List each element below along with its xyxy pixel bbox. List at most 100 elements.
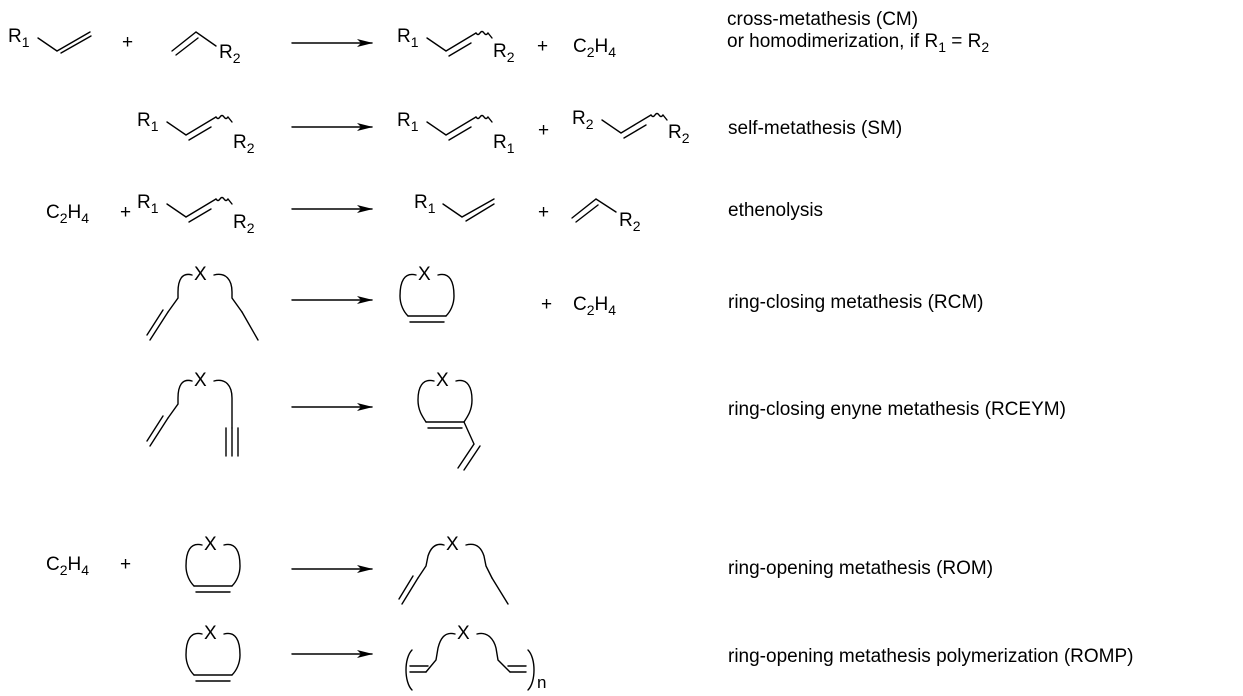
rceym-reaction: X X bbox=[146, 370, 481, 471]
eth-reactant-double bbox=[188, 208, 212, 223]
rcm-product-x: X bbox=[418, 264, 431, 285]
sm-reactant-double bbox=[188, 126, 212, 141]
rceym-left-chain bbox=[167, 379, 193, 419]
eth-product-r2: R2 bbox=[619, 210, 641, 234]
romp-chain-left bbox=[425, 632, 456, 673]
rom-plus: + bbox=[120, 554, 131, 575]
label-cm-line2: or homodimerization, if R1 = R2 bbox=[727, 31, 990, 55]
cm-alkene-2-bond bbox=[171, 31, 217, 52]
rom-ring-right bbox=[223, 543, 241, 587]
eth-product-r1: R1 bbox=[414, 192, 436, 216]
rom-ethylene: C2H4 bbox=[46, 554, 89, 578]
rom-product-x: X bbox=[446, 534, 459, 555]
romp-bracket-right bbox=[527, 649, 535, 691]
rom-reactant-x: X bbox=[204, 534, 217, 555]
label-romp: ring-opening metathesis polymerization (… bbox=[728, 646, 1134, 667]
sm-product2-r2: R2 bbox=[572, 108, 594, 132]
eth-product1-double bbox=[465, 203, 495, 222]
rceym-left-vinyl bbox=[146, 415, 169, 447]
sm-product2-r2b: R2 bbox=[668, 122, 690, 146]
cm-reaction: R1 + R2 R1 R2 + C2H4 bbox=[8, 26, 616, 66]
label-ethenolysis: ethenolysis bbox=[728, 200, 824, 221]
rom-reaction: C2H4 + X X bbox=[46, 534, 509, 605]
rceym-ring-right bbox=[455, 379, 473, 423]
rcm-reactant-left-vinyl bbox=[146, 309, 169, 341]
rceym-exo-vinyl bbox=[457, 421, 481, 471]
rceym-triple-bond bbox=[225, 427, 239, 457]
romp-bracket-left bbox=[405, 649, 413, 691]
cm-plus-1: + bbox=[122, 32, 133, 53]
rcm-reactant-left-chain bbox=[167, 273, 193, 313]
rcm-reactant-right-vinyl bbox=[241, 311, 259, 341]
rceym-product-x: X bbox=[436, 370, 449, 391]
rceym-right-chain bbox=[213, 379, 233, 429]
eth-reactant-wavy bbox=[215, 196, 233, 205]
rceym-reactant-x: X bbox=[194, 370, 207, 391]
romp-ring-double bbox=[193, 674, 233, 682]
label-sm: self-metathesis (SM) bbox=[728, 118, 903, 139]
rcm-ring-double bbox=[407, 315, 447, 323]
sm-reactant-wavy bbox=[215, 114, 233, 123]
rcm-ethylene: C2H4 bbox=[573, 294, 616, 318]
cm-r2-text: R2 bbox=[219, 42, 241, 66]
sm-reactant-r2: R2 bbox=[233, 132, 255, 156]
eth-product2-bond bbox=[571, 198, 617, 219]
rcm-reactant-x: X bbox=[194, 264, 207, 285]
romp-ring-right bbox=[223, 632, 241, 676]
romp-subscript-n: n bbox=[537, 673, 546, 691]
ethenolysis-reaction: C2H4 + R1 R2 R1 + R2 bbox=[46, 192, 641, 236]
sm-product1-r1b: R1 bbox=[493, 132, 515, 156]
sm-product1-bond bbox=[426, 116, 477, 136]
cm-ethylene: C2H4 bbox=[573, 36, 616, 60]
romp-left-double bbox=[409, 665, 429, 673]
eth-ethylene: C2H4 bbox=[46, 202, 89, 226]
cm-r1-text: R1 bbox=[8, 26, 30, 50]
label-rcm: ring-closing metathesis (RCM) bbox=[728, 292, 984, 313]
rcm-reactant-right-chain bbox=[213, 273, 243, 313]
romp-ring-left bbox=[185, 632, 203, 676]
romp-product-x: X bbox=[457, 623, 470, 644]
sm-product1-double bbox=[448, 126, 472, 141]
rom-ring-left bbox=[185, 543, 203, 587]
romp-reactant-x: X bbox=[204, 623, 217, 644]
rom-product-right-chain bbox=[465, 543, 493, 579]
romp-chain-right bbox=[476, 632, 511, 673]
eth-reactant-r2: R2 bbox=[233, 212, 255, 236]
sm-product1-r1: R1 bbox=[397, 110, 419, 134]
rom-product-right-vinyl bbox=[491, 577, 509, 605]
rceym-ring-left bbox=[417, 379, 435, 423]
rceym-ring-double bbox=[425, 421, 465, 429]
rom-product-left-vinyl bbox=[398, 575, 419, 605]
cm-product-r2: R2 bbox=[493, 41, 515, 65]
cm-alkene-2-double bbox=[175, 37, 199, 56]
sm-reaction: R1 R2 R1 R1 + R2 R2 bbox=[137, 108, 690, 156]
eth-product1-bond bbox=[442, 198, 495, 218]
rom-ring-double bbox=[193, 585, 233, 593]
eth-plus-1: + bbox=[120, 202, 131, 223]
rom-product-left-chain bbox=[417, 543, 445, 579]
cm-alkene-1-bond bbox=[37, 31, 91, 52]
rcm-ring-left bbox=[399, 273, 417, 317]
cm-product-bond bbox=[426, 32, 477, 52]
sm-product2-double bbox=[623, 124, 647, 139]
sm-reactant-r1: R1 bbox=[137, 110, 159, 134]
eth-product2-double bbox=[575, 204, 599, 223]
cm-product-wavy bbox=[475, 30, 493, 39]
eth-reactant-bond bbox=[166, 198, 217, 218]
rcm-reaction: X X + C2H4 bbox=[146, 264, 616, 341]
rcm-plus: + bbox=[541, 294, 552, 315]
label-cm-line1: cross-metathesis (CM) bbox=[727, 9, 919, 30]
sm-reactant-bond bbox=[166, 116, 217, 136]
sm-product1-wavy bbox=[475, 114, 493, 123]
sm-plus: + bbox=[538, 120, 549, 141]
label-rceym: ring-closing enyne metathesis (RCEYM) bbox=[728, 399, 1066, 420]
cm-product-r1: R1 bbox=[397, 26, 419, 50]
sm-product2-bond bbox=[601, 114, 652, 134]
label-rom: ring-opening metathesis (ROM) bbox=[728, 558, 994, 579]
sm-product2-wavy bbox=[650, 112, 668, 121]
cm-plus-2: + bbox=[537, 36, 548, 57]
eth-reactant-r1: R1 bbox=[137, 192, 159, 216]
romp-right-double bbox=[507, 665, 527, 673]
